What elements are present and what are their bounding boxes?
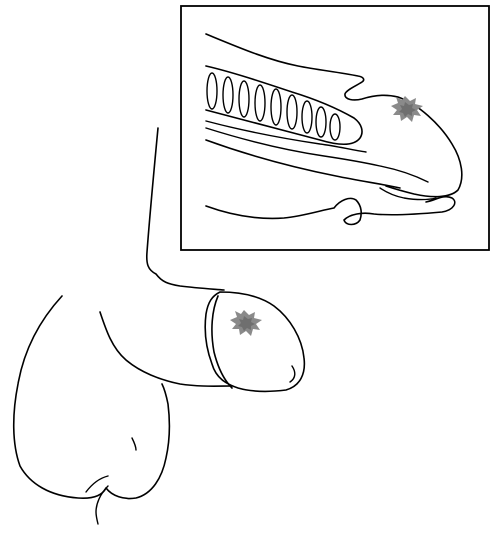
scrotum-raphe — [96, 486, 108, 524]
scrotum-fold — [132, 438, 136, 450]
glans-outline — [205, 292, 304, 391]
lesion-starburst-icon — [230, 310, 262, 336]
glans-meatus — [290, 366, 295, 382]
inset-cross-section — [181, 6, 489, 250]
glans-corona — [212, 296, 232, 388]
scrotum-outline — [14, 296, 170, 499]
